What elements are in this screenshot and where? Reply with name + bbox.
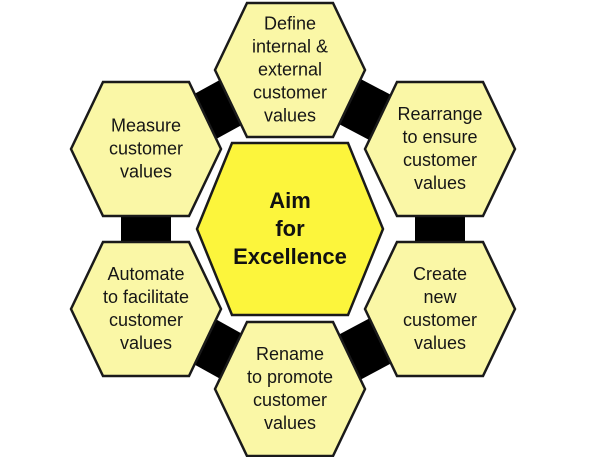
hexagon-rearrange: [363, 80, 517, 218]
hexagon-define: [213, 1, 367, 139]
hexagon-create: [363, 240, 517, 378]
hexagon-measure: [69, 80, 223, 218]
hexagon-automate: [69, 240, 223, 378]
hexagon-center: [195, 141, 385, 317]
hexagon-rename: [213, 320, 367, 457]
